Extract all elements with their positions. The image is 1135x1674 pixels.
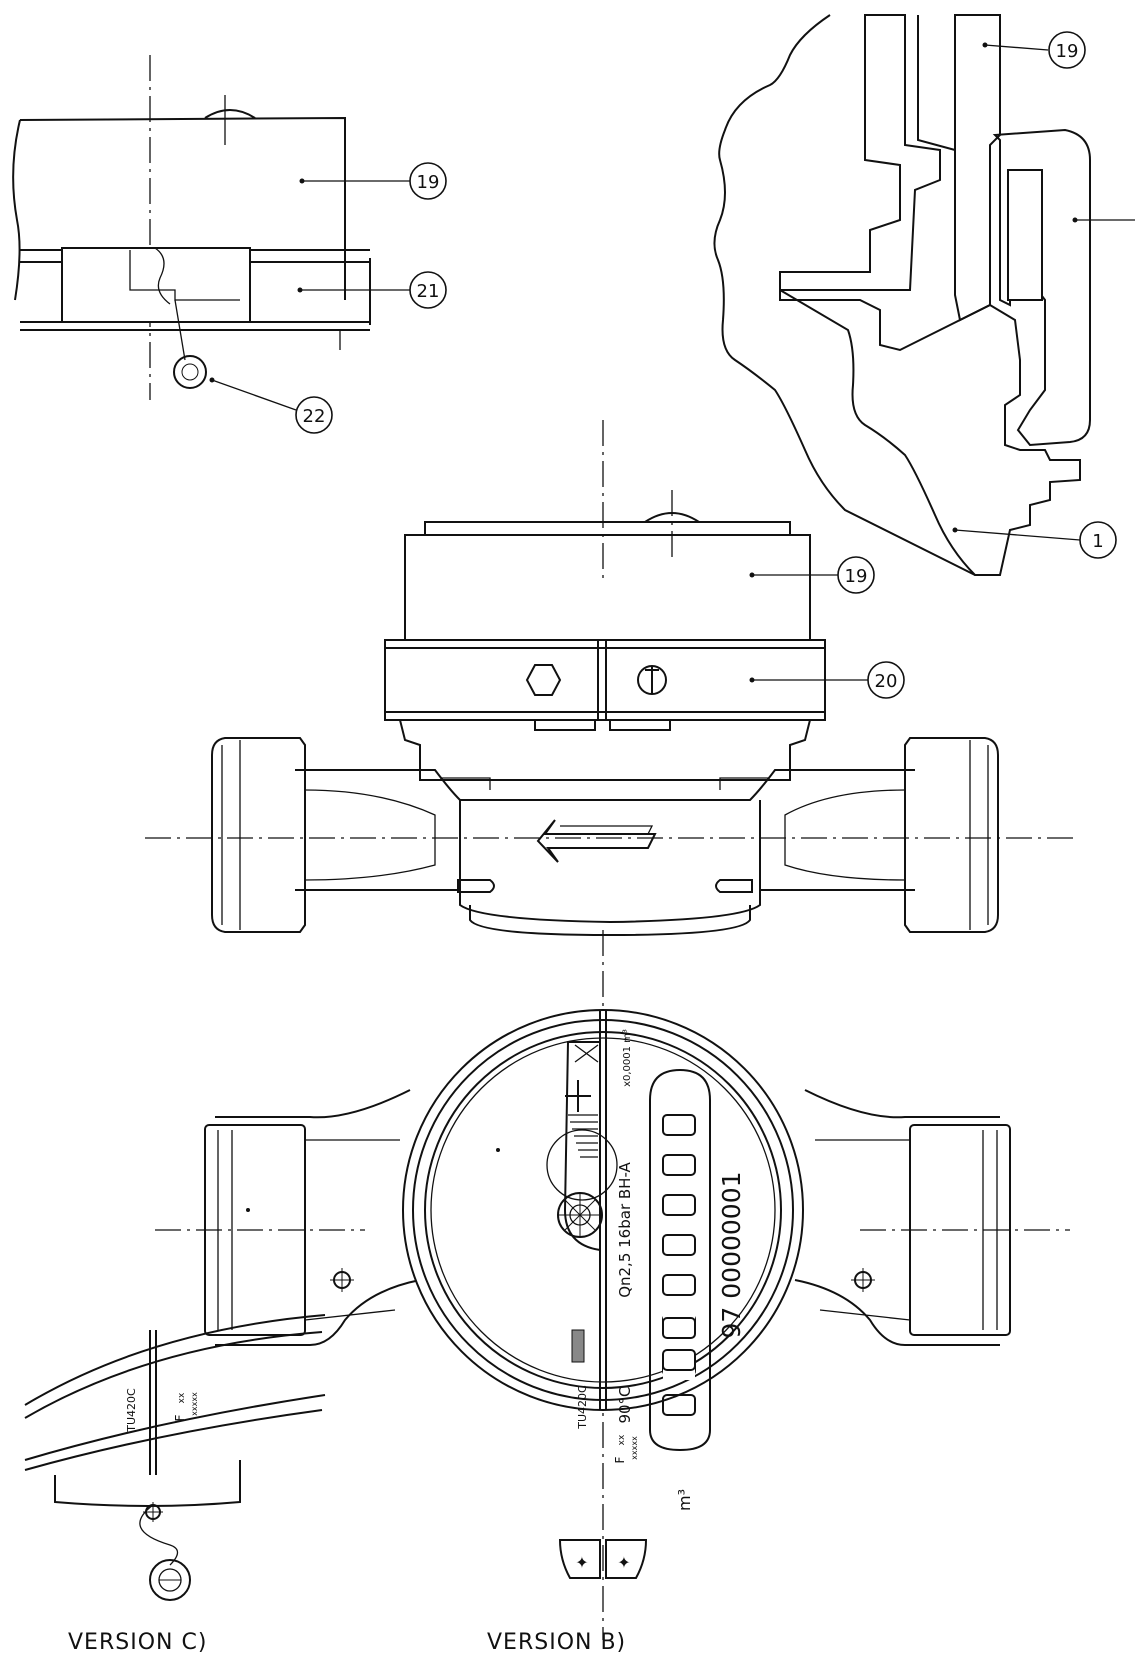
rotor-wheel-icon [557, 1192, 603, 1238]
svg-text:✦: ✦ [575, 1553, 588, 1572]
inlet-nut-left [211, 737, 306, 933]
svg-text:✦: ✦ [617, 1553, 630, 1572]
mark-year: xxxxx [630, 1436, 639, 1460]
callout-19-detail-label: 19 [417, 172, 440, 193]
barcode-mark [571, 1329, 585, 1363]
version-c-detail: TU420C F xx xxxxx [24, 1314, 326, 1601]
callout-20 [867, 661, 905, 699]
dial-outer-ring [402, 1009, 804, 1411]
body-1-section [779, 288, 1081, 576]
callout-22 [295, 396, 333, 434]
odometer-digits [662, 1114, 696, 1416]
flow-direction-arrow-icon [536, 819, 657, 863]
callout-19-side-label: 19 [845, 566, 868, 587]
resolution-text: x0,0001 m³ [622, 1029, 633, 1087]
version-c-seal-icon [149, 1559, 191, 1601]
ring-slot [1007, 169, 1043, 301]
callout-19-section [1048, 31, 1086, 69]
temperature-class: 90°C [616, 1386, 634, 1423]
version-c-mark-xx: xx [177, 1392, 187, 1403]
housing-section [779, 14, 941, 291]
callout-1 [1079, 521, 1117, 559]
seal-lead-22 [173, 355, 207, 389]
seal-clip-body [61, 247, 251, 323]
meter-side-view: 19 20 [145, 420, 1075, 937]
callout-19-detail [409, 162, 447, 200]
callout-21-label: 21 [417, 281, 440, 302]
mark-f: F [613, 1456, 627, 1463]
top-left-seal-detail: 19 21 22 [12, 55, 447, 434]
callout-22-label: 22 [303, 406, 326, 427]
upper-body-19 [404, 534, 811, 641]
hex-screw-icon [525, 664, 562, 696]
callout-1-label: 1 [1092, 531, 1103, 552]
meter-top-view: ✦ ✦ [155, 930, 1070, 1640]
callout-19-section-label: 19 [1056, 41, 1079, 62]
model-number: TU420C [576, 1385, 589, 1430]
cross-section-detail: 19 1 [713, 14, 1135, 576]
outlet-nut-right [904, 737, 999, 933]
callout-20-label: 20 [875, 671, 898, 692]
callout-19-side [837, 556, 875, 594]
serial-number: 97 00000001 [717, 1171, 746, 1338]
mark-xx: xx [617, 1434, 627, 1445]
version-c-model: TU420C [125, 1388, 138, 1433]
caption-version-b: VERSION B) [487, 1630, 627, 1655]
caption-version-c: VERSION C) [68, 1630, 208, 1655]
cover-19-section [954, 14, 1001, 322]
odometer-unit: m³ [675, 1489, 694, 1511]
odometer-window [649, 1068, 711, 1452]
version-c-mark-year: xxxxx [190, 1392, 199, 1416]
rating-text: Qn2,5 16bar BH-A [616, 1161, 634, 1297]
callout-21 [409, 271, 447, 309]
version-c-mark-f: F [173, 1414, 187, 1421]
